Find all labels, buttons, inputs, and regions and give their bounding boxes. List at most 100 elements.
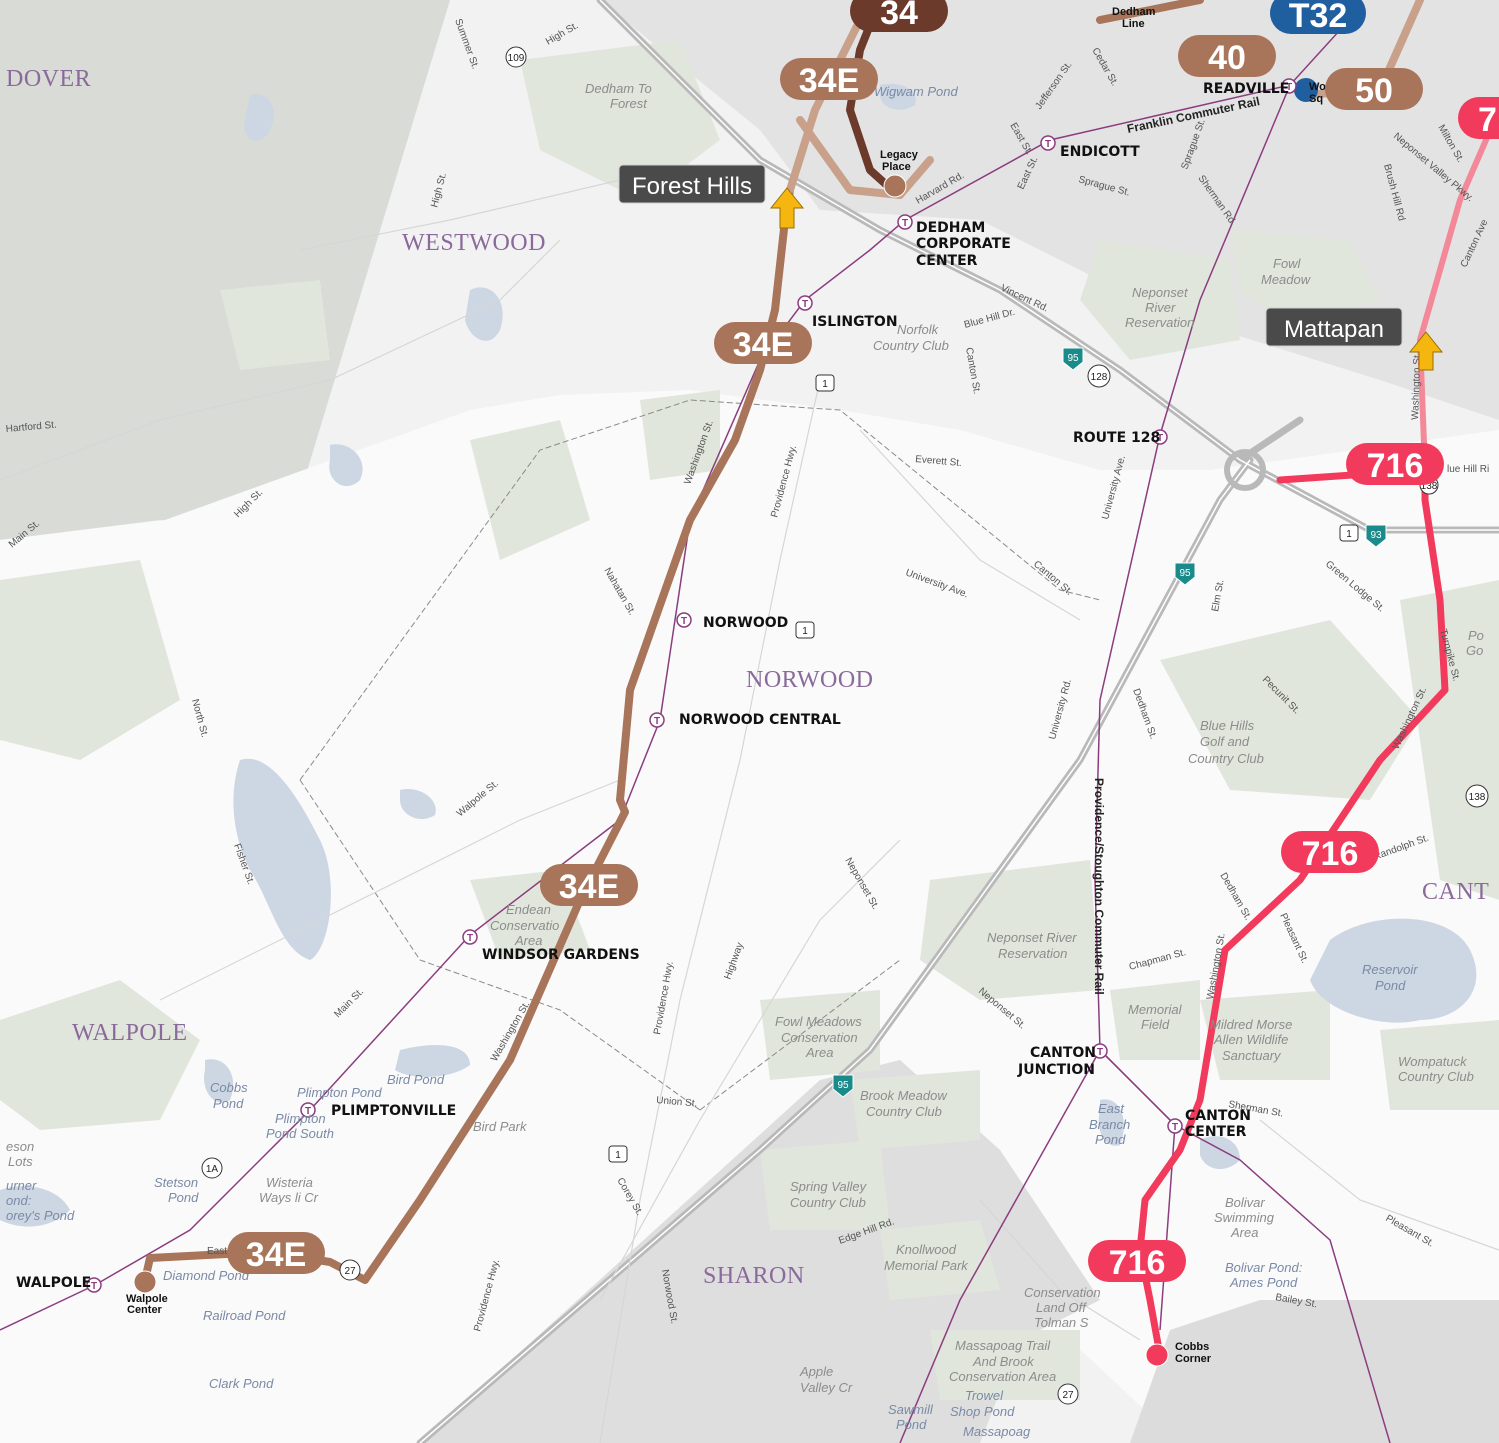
station-walpole: WALPOLE	[16, 1275, 91, 1291]
sawmill-2: Pond	[896, 1417, 927, 1432]
route-716-badge-bottom[interactable]: 716	[1088, 1240, 1186, 1282]
station-plimptonville: PLIMPTONVILLE	[331, 1103, 456, 1119]
shield-us1d: 1	[1339, 524, 1359, 542]
svg-text:1: 1	[802, 626, 808, 637]
walpole-center-terminal[interactable]	[133, 1270, 157, 1294]
urner-1: urner	[6, 1178, 37, 1193]
station-marker-endicott[interactable]: T	[1040, 135, 1056, 151]
station-route128: ROUTE 128	[1073, 430, 1160, 446]
bolivar-pond-1: Bolivar Pond:	[1225, 1260, 1303, 1275]
brook-meadow-1: Brook Meadow	[860, 1088, 948, 1103]
park-blue-hills	[1160, 620, 1420, 800]
shield-i95b: 95	[1174, 562, 1196, 586]
east-branch-3: Pond	[1095, 1132, 1126, 1147]
st-east3: East	[207, 1246, 227, 1257]
blue-hills-3: Country Club	[1188, 751, 1264, 766]
cobbs-corner-2: Corner	[1175, 1353, 1212, 1365]
route-legacy-loop	[796, 116, 934, 199]
water-labels: Wigwam Pond Cobbs Pond Plimpton Pond Pli…	[6, 84, 1418, 1439]
station-marker-walpole[interactable]: T	[86, 1277, 102, 1293]
svg-text:Mattapan: Mattapan	[1284, 316, 1384, 343]
wisteria-2: Ways li Cr	[259, 1190, 319, 1205]
park-neponset-res	[1080, 240, 1240, 360]
svg-text:138: 138	[1469, 792, 1486, 803]
neponset-res-2: River	[1145, 300, 1176, 315]
route-50-badge[interactable]: 50	[1325, 68, 1423, 110]
shield-138b: 138	[1465, 784, 1489, 808]
shield-us1a: 1	[815, 374, 835, 392]
park-brook-meadow	[850, 1070, 980, 1150]
station-canton-jct-1: CANTON	[1030, 1045, 1096, 1061]
route-7-badge[interactable]: 7	[1458, 97, 1499, 139]
sharon-region	[420, 1060, 1100, 1443]
diamond-pond: Diamond Pond	[163, 1268, 250, 1283]
svg-text:34E: 34E	[246, 1236, 307, 1274]
forest-hills-callout[interactable]: Forest Hills	[618, 164, 805, 229]
station-marker-windsor[interactable]: T	[462, 929, 478, 945]
cobbs-corner-terminal[interactable]	[1145, 1343, 1169, 1367]
norwood-canton-boundary	[699, 959, 901, 1111]
station-marker-plimptonville[interactable]: T	[300, 1102, 316, 1118]
svg-text:1: 1	[822, 379, 828, 390]
mattapan-callout[interactable]: Mattapan	[1265, 307, 1444, 371]
eson-2: Lots	[8, 1154, 33, 1169]
station-marker-norwood-central[interactable]: T	[649, 712, 665, 728]
station-marker-islington[interactable]: T	[797, 295, 813, 311]
norfolk-1: Norfolk	[897, 322, 940, 337]
trowel: Trowel	[965, 1388, 1004, 1403]
svg-text:128: 128	[1091, 372, 1108, 383]
wompatuck-1: Wompatuck	[1398, 1054, 1468, 1069]
station-islington: ISLINGTON	[812, 314, 898, 330]
mildred-3: Sanctuary	[1222, 1048, 1282, 1063]
endean-3: Area	[514, 933, 542, 948]
dover-region	[0, 0, 450, 560]
route-t32-badge[interactable]: T32	[1270, 0, 1366, 35]
park-wompatuck	[1380, 1020, 1499, 1110]
urner-2: ond:	[6, 1193, 32, 1208]
route-34e-badge-windsor[interactable]: 34E	[540, 864, 638, 906]
wo-sq-terminal[interactable]	[1294, 78, 1318, 102]
forest-hills-arrow-icon	[769, 187, 805, 229]
station-norwood-central: NORWOOD CENTRAL	[679, 712, 841, 728]
memorial-2: Field	[1141, 1017, 1170, 1032]
route-34e-badge-islington[interactable]: 34E	[714, 322, 812, 364]
park-massapoag	[930, 1330, 1080, 1400]
route-716-badge-top[interactable]: 716	[1346, 443, 1444, 485]
route-40-path	[1096, 0, 1204, 24]
park-fowl-cons	[760, 990, 880, 1080]
st-union: Union St.	[656, 1095, 698, 1110]
station-marker-canton-junction[interactable]: T	[1092, 1043, 1108, 1059]
town-dover: DOVER	[6, 66, 91, 92]
route-40-badge[interactable]: 40	[1178, 35, 1276, 77]
svg-text:T: T	[467, 933, 473, 944]
route-716-badge-mid[interactable]: 716	[1281, 831, 1379, 873]
conserv-2: Land Off	[1036, 1300, 1087, 1315]
wo-sq-1: Wo	[1309, 81, 1326, 93]
st-hartford: Hartford St.	[5, 420, 57, 435]
highway-centerlines	[419, 0, 1499, 1443]
route-716-path	[1136, 466, 1449, 1359]
route-34e-badge-walpole[interactable]: 34E	[227, 1232, 325, 1274]
svg-text:T: T	[1172, 1122, 1178, 1133]
pond-westwood-1	[244, 94, 274, 141]
svg-text:T: T	[91, 1281, 97, 1292]
station-marker-dedham[interactable]: T	[897, 214, 913, 230]
route-34-badge[interactable]: 34	[850, 0, 948, 32]
station-endicott: ENDICOTT	[1060, 144, 1140, 160]
station-marker-route128[interactable]: T	[1152, 429, 1168, 445]
pond-walpole-sw	[0, 1186, 70, 1227]
station-marker-canton-center[interactable]: T	[1167, 1118, 1183, 1134]
svg-text:1: 1	[1346, 529, 1352, 540]
fowl-cons-3: Area	[805, 1045, 833, 1060]
svg-text:716: 716	[1109, 1244, 1166, 1282]
station-marker-norwood[interactable]: T	[676, 612, 692, 628]
route-34e-badge-top[interactable]: 34E	[780, 58, 878, 100]
brook-meadow-2: Country Club	[866, 1104, 942, 1119]
cobbs-corner-1: Cobbs	[1175, 1341, 1209, 1353]
svg-text:40: 40	[1208, 39, 1246, 77]
svg-text:1: 1	[615, 1150, 621, 1161]
station-norwood: NORWOOD	[703, 615, 788, 631]
legacy-place-terminal[interactable]	[883, 174, 907, 198]
station-marker-readville[interactable]: T	[1281, 78, 1297, 94]
